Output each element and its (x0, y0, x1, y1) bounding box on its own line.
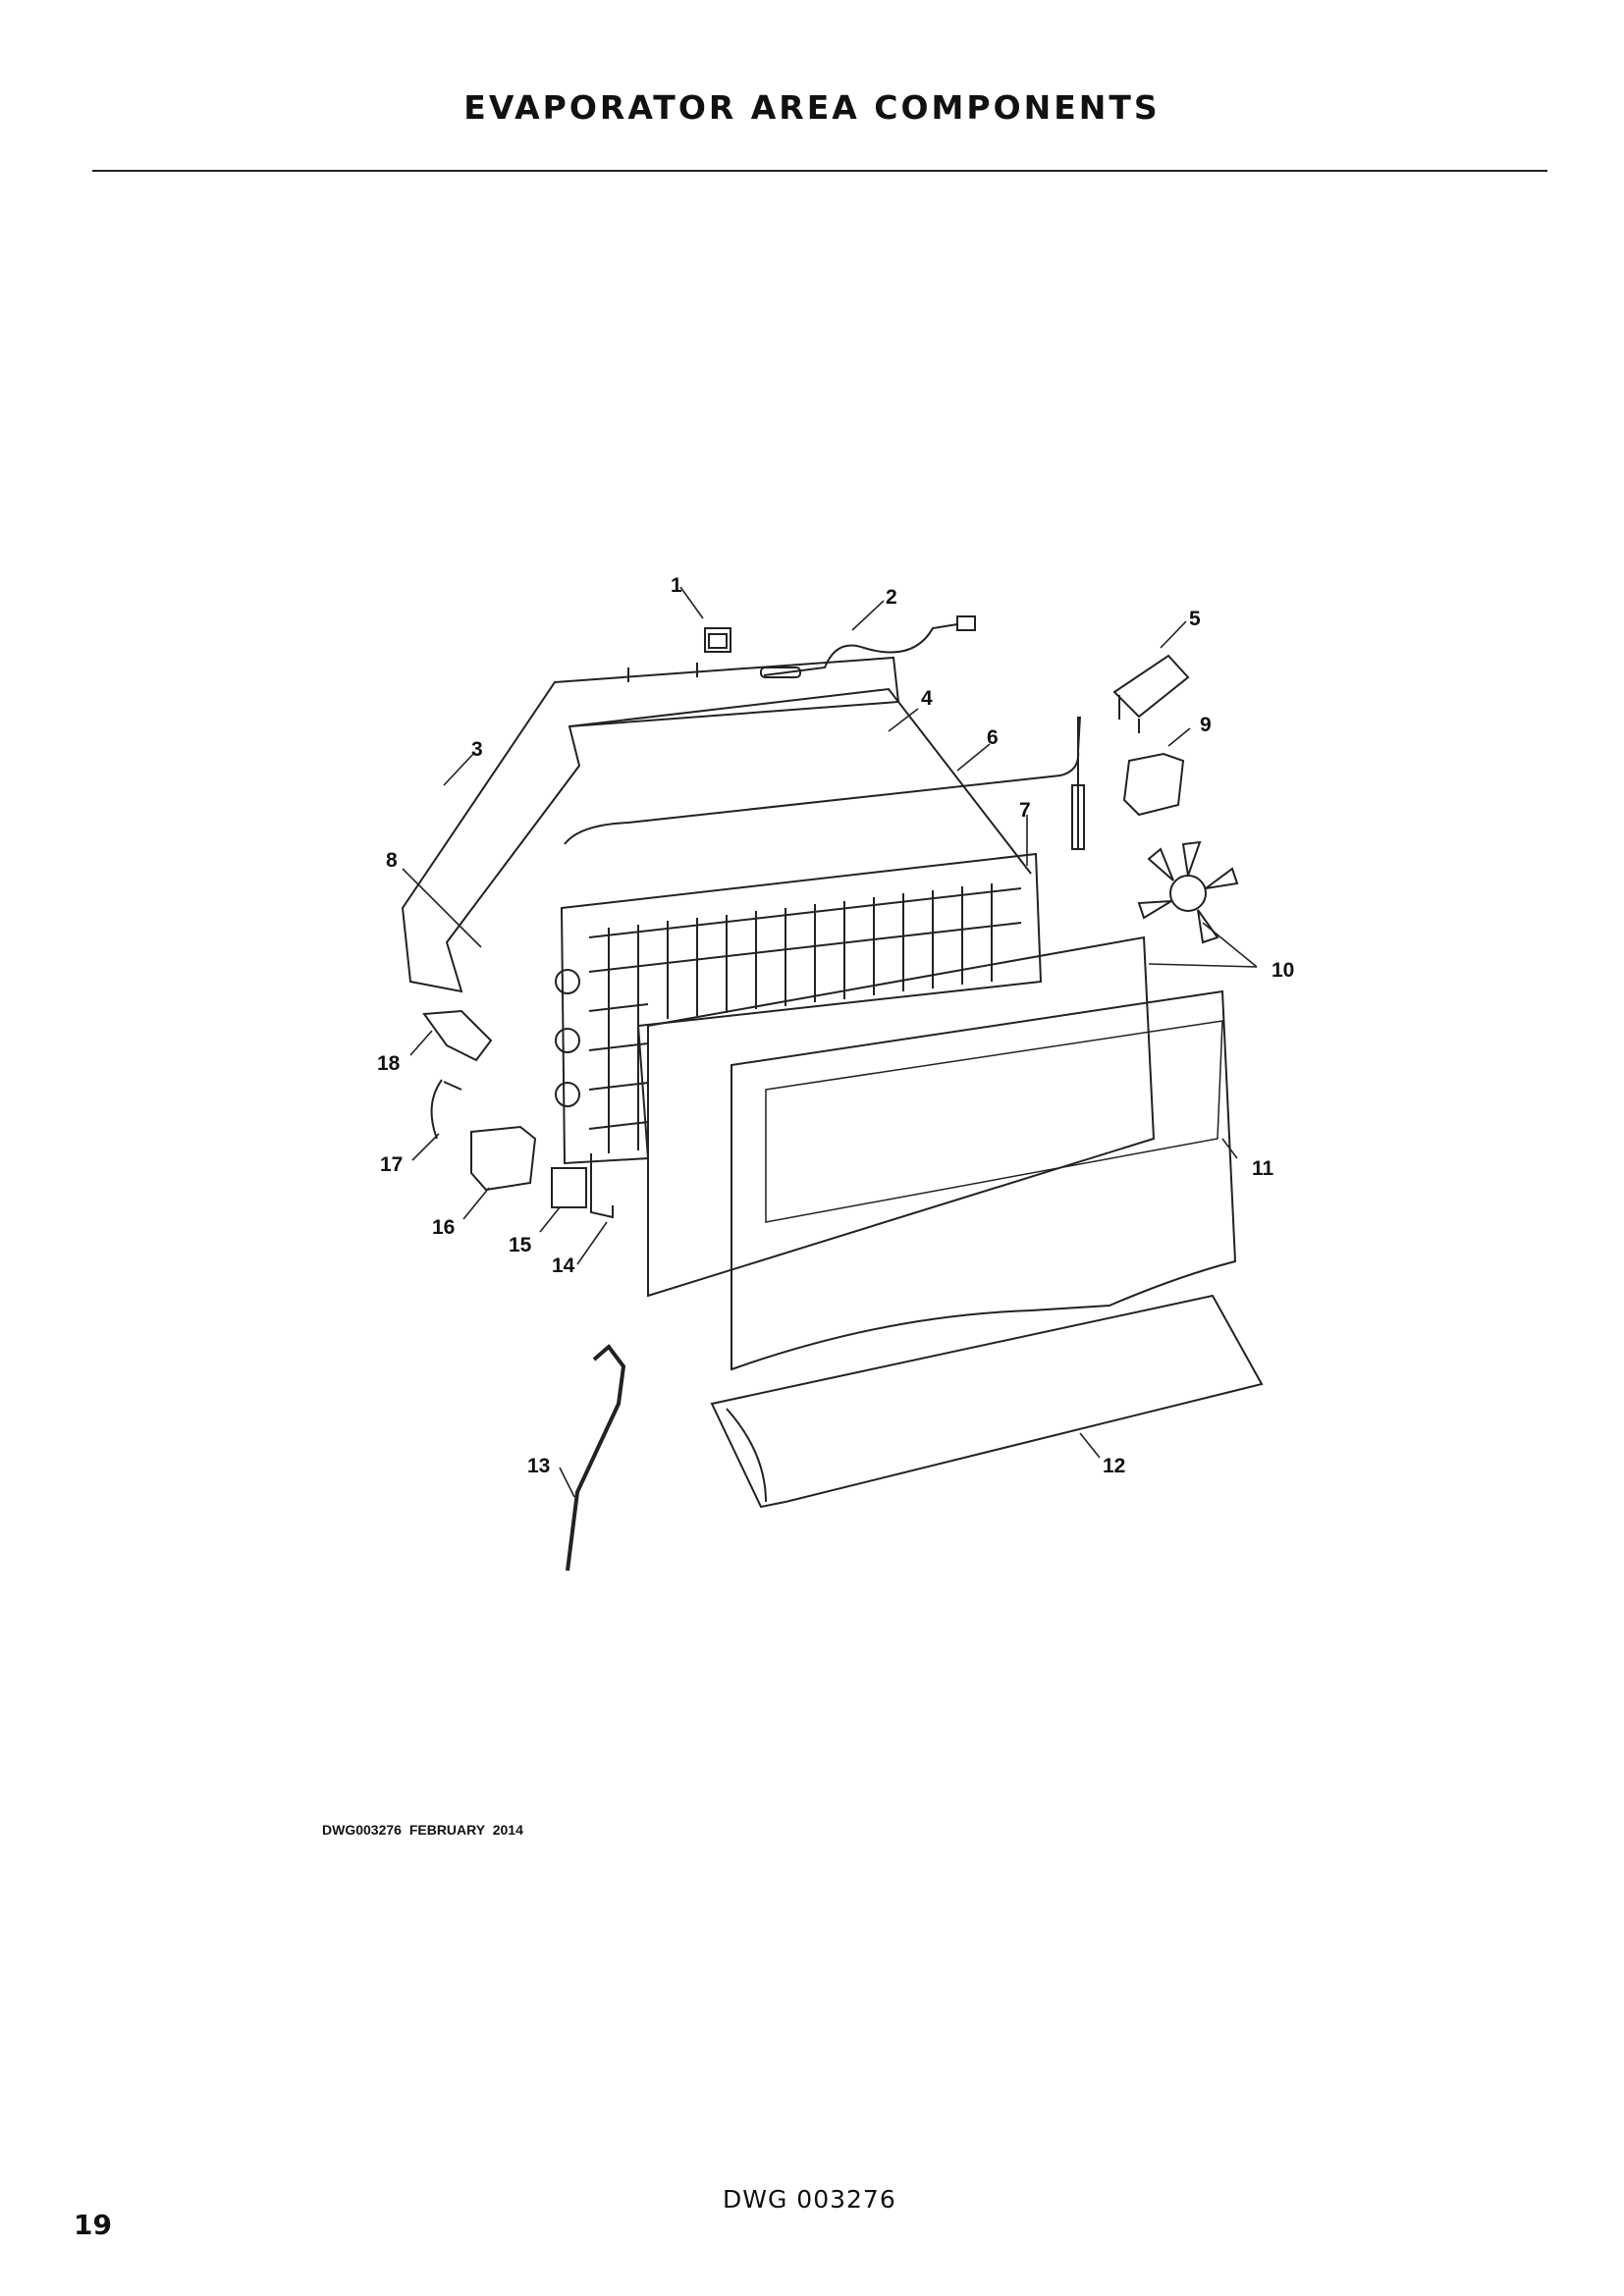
harness-part-17 (430, 1079, 462, 1140)
drawing-stamp: DWG003276 FEBRUARY 2014 (322, 1822, 523, 1838)
bracket-part-5 (1112, 654, 1190, 733)
page-number: 19 (74, 2209, 112, 2241)
callout-8: 8 (386, 849, 398, 872)
bracket-part-18 (422, 1009, 493, 1062)
callout-17: 17 (380, 1153, 403, 1176)
callout-1: 1 (671, 574, 682, 597)
callout-11: 11 (1252, 1157, 1274, 1180)
sensor-part-2 (763, 623, 958, 676)
callout-15: 15 (509, 1234, 532, 1256)
callout-3: 3 (471, 738, 483, 761)
plate-part-15 (551, 1167, 587, 1208)
callout-12: 12 (1103, 1455, 1125, 1477)
cover-part-16 (470, 1125, 537, 1192)
tube-loop-part-6 (564, 716, 1081, 845)
evaporator-frame-part-11 (647, 935, 1156, 1298)
deflector-part-12 (710, 1294, 1264, 1509)
back-panel-part-3 (401, 656, 900, 993)
clip-part-1 (704, 627, 731, 653)
evaporator-coil-part-8 (555, 852, 1043, 1165)
callout-6: 6 (987, 726, 999, 749)
footer-drawing-number: DWG 003276 (723, 2185, 896, 2214)
callout-18: 18 (377, 1052, 401, 1075)
callout-2: 2 (886, 586, 897, 609)
duct-rail-part-4 (568, 687, 1032, 875)
callout-4: 4 (921, 687, 933, 710)
callout-5: 5 (1189, 608, 1201, 630)
callout-13: 13 (527, 1455, 550, 1477)
clip-part-14 (590, 1153, 614, 1219)
callout-16: 16 (432, 1216, 455, 1239)
page-title: EVAPORATOR AREA COMPONENTS (463, 88, 1161, 127)
header-divider (92, 170, 1547, 172)
heater-part-7 (1071, 717, 1085, 850)
callout-14: 14 (552, 1255, 575, 1277)
callout-10: 10 (1272, 959, 1294, 982)
callout-9: 9 (1200, 714, 1212, 736)
fan-part-10 (1137, 840, 1239, 944)
callout-7: 7 (1019, 799, 1031, 822)
cover-part-9 (1122, 752, 1185, 817)
wire-rod-part-13 (566, 1344, 626, 1572)
